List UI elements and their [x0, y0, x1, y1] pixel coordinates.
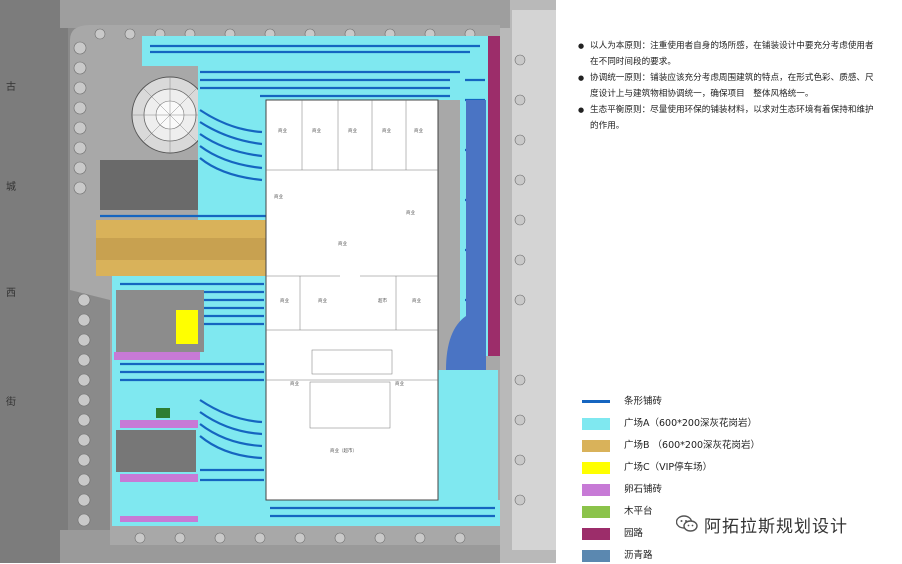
- watermark-text: 阿拓拉斯规划设计: [704, 516, 848, 537]
- legend-swatch: [582, 528, 610, 540]
- legend-label: 木平台: [624, 506, 653, 517]
- legend-label: 广场C（VIP停车场）: [624, 462, 713, 473]
- legend-swatch: [582, 484, 610, 496]
- room-label: 商业: [312, 127, 321, 134]
- legend-swatch: [582, 440, 610, 452]
- legend-label: 广场A（600*200深灰花岗岩）: [624, 418, 758, 429]
- legend-item-pebble: 卵石铺砖: [582, 482, 832, 498]
- room-label: 商业: [274, 193, 283, 200]
- garden-path: [488, 36, 500, 356]
- street-char: 古: [6, 80, 16, 93]
- legend-item-garden-path: 园路: [582, 526, 832, 542]
- legend-item-plaza-c: 广场C（VIP停车场）: [582, 460, 832, 476]
- legend-swatch: [582, 550, 610, 562]
- pebble-paving: [114, 352, 200, 522]
- building: [265, 99, 439, 501]
- legend-swatch: [582, 418, 610, 430]
- street-char: 城: [6, 181, 16, 193]
- room-label: 商业: [318, 297, 327, 304]
- wechat-icon: [676, 515, 698, 532]
- road-west: [0, 0, 68, 563]
- room-label: 商业: [348, 127, 357, 134]
- design-principles: 以人为本原则：注重使用者自身的场所感，在铺装设计中要充分考虑使用者在不同时间段的…: [578, 38, 878, 134]
- legend-item-plaza-b: 广场B （600*200深灰花岗岩）: [582, 438, 832, 454]
- plaza-gray: [100, 160, 200, 210]
- room-label: 商业: [338, 240, 347, 247]
- room-label: 商业: [382, 127, 391, 134]
- room-label: 超市: [378, 297, 387, 304]
- room-label: 商业: [280, 297, 289, 304]
- principle-ecology: 生态平衡原则：尽量使用环保的铺装材料，以求对生态环境有着保持和维护的作用。: [578, 102, 878, 134]
- legend-label: 沥青路: [624, 550, 653, 561]
- room-label: 商业: [290, 380, 299, 387]
- legend-item-wood-deck: 木平台: [582, 504, 832, 520]
- room-label: 商业: [406, 209, 415, 216]
- room-label: 商业（超市）: [330, 447, 357, 454]
- room-label: 商业: [412, 297, 421, 304]
- tree-rows: [73, 28, 526, 544]
- legend-label: 条形铺砖: [624, 396, 663, 407]
- legend-item-plaza-a: 广场A（600*200深灰花岗岩）: [582, 416, 832, 432]
- room-label: 商业: [395, 380, 404, 387]
- legend-label: 园路: [624, 528, 644, 539]
- legend-item-strip-paving: 条形铺砖: [582, 394, 832, 410]
- legend-swatch: [582, 400, 610, 403]
- principle-harmony: 协调统一原则：铺装应该充分考虑周围建筑的特点，在形式色彩、质感、尺度设计上与建筑…: [578, 70, 878, 102]
- watermark: 阿拓拉斯规划设计: [676, 512, 848, 537]
- lower-lawn: [116, 430, 196, 472]
- east-context: [512, 10, 556, 550]
- wood-deck: [156, 408, 170, 418]
- legend-swatch: [582, 462, 610, 474]
- site-plan: 古 城 西 街: [0, 0, 556, 563]
- legend-label: 卵石铺砖: [624, 484, 663, 495]
- plaza-b-walk: [96, 238, 278, 260]
- legend-label: 广场B （600*200深灰花岗岩）: [624, 440, 761, 451]
- legend-swatch: [582, 506, 610, 518]
- street-char: 街: [6, 395, 16, 408]
- north-context: [60, 0, 510, 28]
- room-label: 商业: [278, 127, 287, 134]
- street-char: 西: [6, 288, 16, 299]
- legend-item-asphalt: 沥青路: [582, 548, 832, 564]
- asphalt-road: [446, 100, 486, 370]
- room-label: 商业: [414, 127, 423, 134]
- principle-people-oriented: 以人为本原则：注重使用者自身的场所感，在铺装设计中要充分考虑使用者在不同时间段的…: [578, 38, 878, 70]
- room-labels: 商业 商业 商业 商业 商业 商业 商业 商业 商业 超市 商业 商业 商业 商…: [274, 127, 423, 454]
- plaza-c-vip: [176, 310, 198, 344]
- building-grid: [266, 100, 438, 429]
- dome-pavilion: [131, 76, 209, 154]
